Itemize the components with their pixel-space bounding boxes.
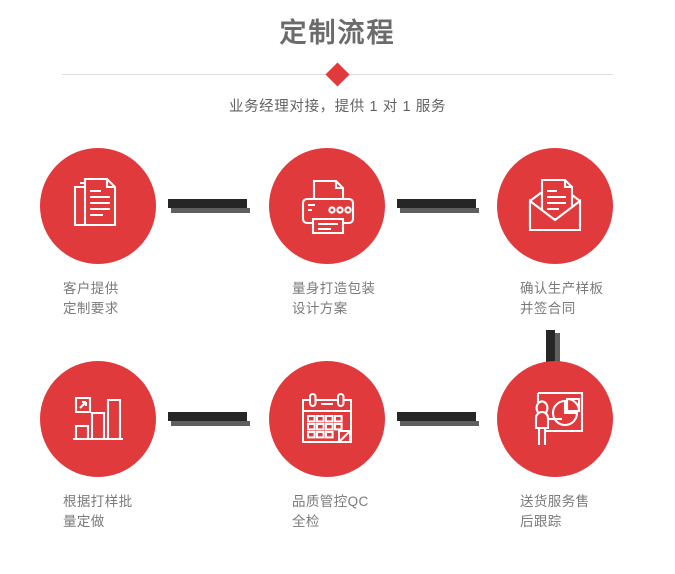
flow-step-2-label-line1: 量身打造包装 (292, 281, 376, 296)
flow-step-6-label-line1: 送货服务售 (520, 494, 590, 509)
documents-stack-icon (67, 175, 129, 237)
flow-step-1-label-line2: 定制要求 (63, 301, 119, 316)
connector-shadow (171, 208, 250, 213)
flow-step-4-label: 根据打样批 量定做 (63, 492, 198, 532)
flow-step-3-label-line1: 确认生产样板 (520, 281, 604, 296)
flow-step-2-label: 量身打造包装 设计方案 (292, 279, 427, 319)
flow-step-1: 客户提供 定制要求 (8, 148, 198, 319)
flow-connector-2-3 (397, 199, 479, 213)
flow-step-1-circle (40, 148, 156, 264)
printer-icon (296, 175, 358, 237)
flow-connector-5-6 (397, 412, 479, 426)
flow-step-6-label: 送货服务售 后跟踪 (520, 492, 655, 532)
flow-step-4-label-line1: 根据打样批 (63, 494, 133, 509)
connector-shadow (400, 421, 479, 426)
flow-step-5-label-line2: 全检 (292, 514, 320, 529)
flow-step-4-label-line2: 量定做 (63, 514, 105, 529)
connector-shadow (555, 333, 560, 375)
flow-step-6: 送货服务售 后跟踪 (465, 361, 655, 532)
flow-step-1-label: 客户提供 定制要求 (63, 279, 198, 319)
flow-step-3-label-line2: 并签合同 (520, 301, 576, 316)
flow-step-5-label-line1: 品质管控QC (292, 494, 369, 509)
flow-step-1-label-line1: 客户提供 (63, 281, 119, 296)
flow-step-4: 根据打样批 量定做 (8, 361, 198, 532)
calendar-icon (297, 389, 357, 449)
flow-step-3-label: 确认生产样板 并签合同 (520, 279, 655, 319)
flow-step-6-circle (497, 361, 613, 477)
presenter-pie-chart-icon (524, 388, 586, 450)
bar-chart-growth-icon (68, 389, 128, 449)
flow-step-2-label-line2: 设计方案 (292, 301, 348, 316)
section-divider (0, 61, 675, 87)
page-title: 定制流程 (279, 18, 396, 48)
flow-connector-4-5 (168, 412, 250, 426)
flow-row-top: 客户提供 定制要求 (0, 148, 675, 361)
flow-step-2-circle (269, 148, 385, 264)
connector-shadow (171, 421, 250, 426)
flow-step-5: 品质管控QC 全检 (237, 361, 427, 532)
flow-step-4-circle (40, 361, 156, 477)
connector-bar (168, 199, 247, 208)
flow-row-bottom: 根据打样批 量定做 (0, 361, 675, 574)
flow-step-5-circle (269, 361, 385, 477)
page-header: 定制流程 业务经理对接，提供 1 对 1 服务 (0, 0, 675, 116)
flow-step-2: 量身打造包装 设计方案 (237, 148, 427, 319)
connector-bar (397, 412, 476, 421)
flow-step-3: 确认生产样板 并签合同 (465, 148, 655, 319)
flow-connector-3-6 (546, 330, 560, 375)
flow-connector-1-2 (168, 199, 250, 213)
flow-step-5-label: 品质管控QC 全检 (292, 492, 427, 532)
connector-shadow (400, 208, 479, 213)
custom-process-flow-diagram: 客户提供 定制要求 (0, 148, 675, 574)
connector-bar (168, 412, 247, 421)
page-subtitle: 业务经理对接，提供 1 对 1 服务 (228, 99, 447, 115)
open-envelope-letter-icon (524, 175, 586, 237)
connector-bar (546, 330, 555, 372)
connector-bar (397, 199, 476, 208)
flow-step-3-circle (497, 148, 613, 264)
flow-step-6-label-line2: 后跟踪 (520, 514, 562, 529)
diamond-marker-icon (325, 61, 350, 87)
